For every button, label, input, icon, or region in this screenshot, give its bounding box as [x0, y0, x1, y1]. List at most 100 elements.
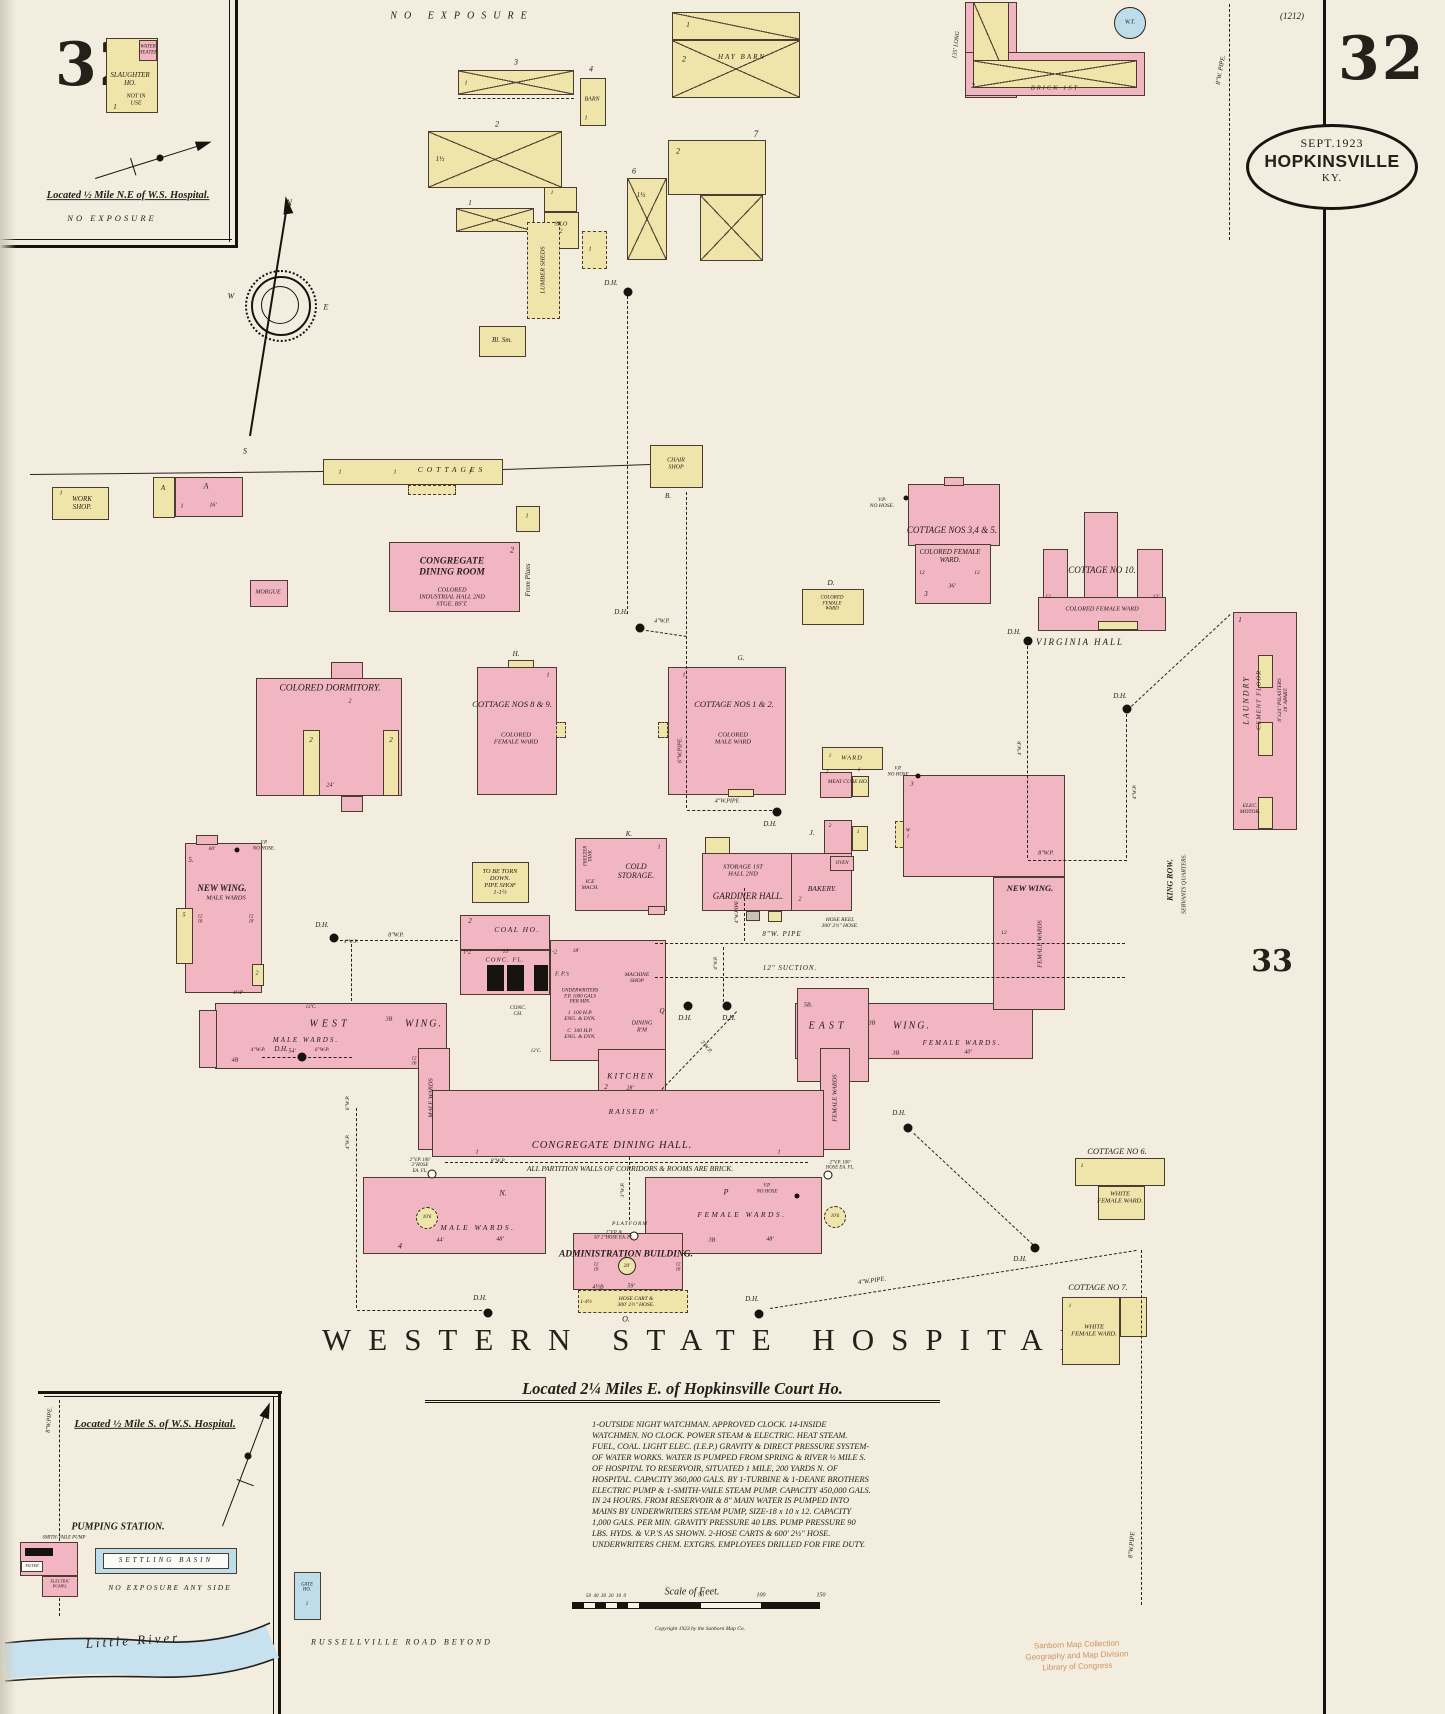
map-label: 50 40 30 20 10 0 — [586, 1594, 626, 1600]
silo-shed — [544, 187, 577, 212]
map-label: 1 — [113, 103, 117, 112]
map-label: ELEC. MOTOR. — [1239, 802, 1261, 815]
map-label: 4"W.P. — [344, 1134, 351, 1150]
map-label: W 1 — [905, 828, 911, 839]
map-label: F. P.'s — [555, 971, 569, 978]
pipe-6in-west-wing — [262, 1057, 352, 1058]
inset-tl-right-border-inner — [229, 0, 231, 242]
map-label: WING. — [404, 1018, 444, 1030]
cottage-10-label: COTTAGE NO 10. — [1068, 564, 1136, 575]
map-label: 2"V.P. & 50' 2"HOSE EA. FL. — [594, 1230, 634, 1241]
map-label: 1 — [686, 21, 690, 30]
map-label: 2 — [604, 1083, 608, 1092]
new-wing-left — [185, 843, 262, 993]
map-label: 12'C. — [305, 1005, 317, 1011]
map-label: 48' — [766, 1236, 774, 1243]
map-label: 5. — [188, 856, 194, 865]
map-label: V.P. NO HOSE. — [869, 496, 895, 509]
no-exposure-top: NO EXPOSURE — [390, 10, 534, 22]
meat-cure-house-label: MEAT CURE HO. — [827, 778, 869, 785]
new-wing-left-label: NEW WING. — [197, 882, 247, 893]
inset-tl-right-border — [235, 0, 238, 248]
map-label: 4"W.PIPE — [714, 798, 740, 805]
map-label: D.H. — [1013, 1255, 1027, 1264]
map-label: MALE WARDS — [427, 1078, 435, 1118]
city-date-oval: SEPT.1923 HOPKINSVILLE KY. — [1246, 124, 1418, 210]
chair-shop-label: CHAIR SHOP — [667, 457, 685, 470]
map-title: WESTERN STATE HOSPITAL — [322, 1322, 1096, 1357]
map-label: 1 — [777, 1149, 781, 1156]
map-label: 4 — [398, 1241, 402, 1251]
cottage-3-4-5-cupola — [944, 477, 964, 486]
map-label: 2 — [828, 822, 832, 829]
map-label: 2"V.P. 100' 2"HOSE EA. FL. — [409, 1157, 431, 1174]
plate-reference: (1212) — [1280, 10, 1304, 21]
dormitory-cupola — [331, 662, 363, 679]
ward-building — [822, 747, 883, 770]
map-label: 1 — [657, 844, 661, 851]
map-label: 4"W.PIPE. — [857, 1275, 887, 1287]
map-label: COLORED INDUSTRIAL HALL 2ND STGE. BS'T. — [419, 586, 485, 608]
map-label: 12 16 — [197, 914, 203, 925]
map-label: GATE HO. — [301, 1582, 313, 1593]
map-label: 20' — [623, 1262, 631, 1269]
vertical-pipe-dot — [903, 495, 909, 501]
map-label: 6"W.P. — [314, 1046, 330, 1053]
farm-building-2 — [428, 131, 562, 188]
brick-first-label: BRICK 1ST — [1030, 84, 1080, 92]
map-label: 1-4½ — [580, 1298, 592, 1305]
map-label: 3 — [514, 57, 518, 67]
map-label: FREEZER TANK — [583, 845, 594, 867]
map-label: 3B — [708, 1237, 716, 1244]
map-label: V.P. NO HOSE — [756, 1183, 778, 1194]
cottage-8-9-tab — [508, 660, 534, 668]
new-wing-right-label: NEW WING. — [1006, 883, 1054, 894]
gardiner-hall-label: GARDINER HALL. — [712, 890, 784, 901]
map-label: 8"W.PIPE. — [45, 1406, 54, 1434]
blacksmith-shop — [479, 326, 526, 357]
map-label: 1 — [468, 469, 472, 476]
map-label: 6"W.PIPE. — [677, 737, 684, 763]
map-label: 4½P — [232, 989, 244, 996]
cottage-3-4-5-upper — [908, 484, 1000, 546]
cottage-10-mid-tower — [1084, 512, 1118, 602]
map-label: SLAUGHTER HO. — [110, 71, 150, 87]
work-shop — [52, 487, 109, 520]
sheet-number-right: 32 — [1338, 24, 1426, 94]
valve-ring — [629, 1231, 639, 1241]
new-wing-left-tab — [252, 964, 264, 986]
map-label: 3B — [868, 1020, 876, 1027]
shed-dashed — [582, 231, 607, 269]
court-circle-east — [824, 1206, 846, 1228]
map-right-border — [1323, 0, 1326, 1714]
inset-bl-right-border-inner — [273, 1396, 275, 1714]
map-label: A — [203, 481, 209, 491]
building-j2 — [852, 826, 868, 851]
laundry-label: LAUNDRY — [1241, 675, 1251, 725]
scale-bar-fine — [572, 1602, 640, 1609]
vertical-pipe-dot — [234, 847, 240, 853]
map-label: J. — [809, 827, 815, 837]
coal-house-label: COAL HO. — [494, 924, 540, 934]
farm-building-3 — [458, 70, 574, 95]
map-label: FEMALE WARDS. — [697, 1209, 787, 1219]
inset-tl-bottom-border — [0, 245, 238, 248]
no-exposure-any-side-note: NO EXPOSURE ANY SIDE — [108, 1582, 232, 1592]
hydrant-dot — [623, 287, 633, 297]
map-label: COLORED FEMALE WARD — [820, 595, 844, 612]
map-label: 24' — [326, 782, 334, 789]
map-label: 4"W.P. — [714, 956, 720, 970]
map-label: 44' — [436, 1237, 444, 1244]
pipe-8in-label-top: 8"W. PIPE. — [1214, 54, 1227, 86]
farm-building-7-stem — [700, 195, 763, 261]
pipe-shop-label: TO BE TORN DOWN. PIPE SHOP 1-1½ — [482, 867, 518, 897]
map-label: 1 — [475, 1149, 479, 1156]
map-label: 1 — [546, 672, 550, 679]
meat-house — [820, 772, 852, 798]
map-label: SMITH-VAILE PUMP — [42, 1535, 86, 1541]
map-label: WHITE FEMALE WARD. — [1097, 1190, 1143, 1205]
map-label: 1½ — [435, 155, 445, 164]
administration-building-label: ADMINISTRATION BUILDING. — [558, 1249, 694, 1260]
valve-ring — [823, 1170, 833, 1180]
